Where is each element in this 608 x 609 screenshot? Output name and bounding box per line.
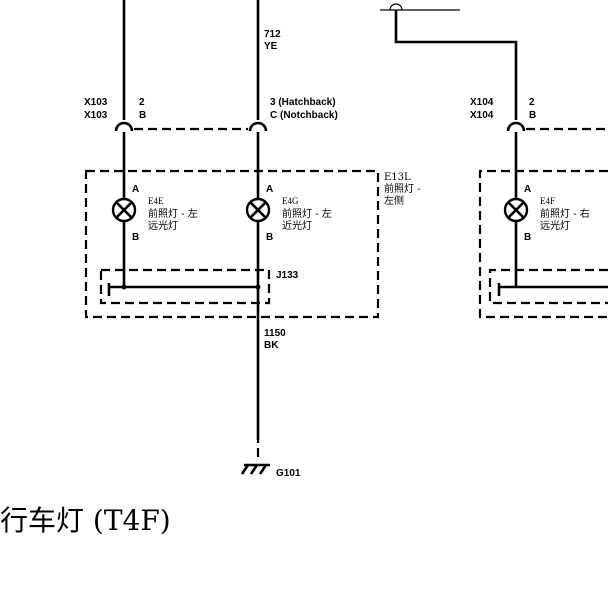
connector-arch-right	[506, 121, 526, 132]
lamp-e4g-name2: 近光灯	[282, 219, 312, 232]
connector-x104-pin2: B	[529, 110, 536, 121]
wire-712-number: 712	[264, 29, 281, 40]
wire-1150-color: BK	[264, 340, 279, 351]
assembly-box-right	[478, 169, 608, 319]
connector-x103-pin1: 2	[139, 97, 145, 108]
connector-x103-pin2: B	[139, 110, 146, 121]
lamp-e4e-code: E4E	[148, 196, 164, 206]
lamp-e4g-pin-a: A	[266, 184, 273, 195]
connector-x103-ref1: X103	[84, 97, 108, 108]
lamp-e4e-pin-a: A	[132, 184, 139, 195]
connector-arch-center	[248, 121, 268, 132]
lamp-e4f-pin-a: A	[524, 184, 531, 195]
assembly-box-left	[84, 169, 380, 319]
lamp-e4f-code: E4F	[540, 196, 555, 206]
lamp-e4g-code: E4G	[282, 196, 299, 206]
diagram-caption: 行车灯 (T4F)	[0, 504, 171, 537]
splice-node-center	[255, 284, 261, 290]
ground-label: G101	[276, 468, 301, 479]
wire-right-feed	[394, 10, 518, 120]
lamp-e4g-pin-b: B	[266, 232, 273, 243]
ground-icon	[240, 464, 268, 475]
wire-712-color: YE	[264, 41, 278, 52]
assembly-left-code: E13L	[384, 172, 411, 183]
connector-x104-pin1: 2	[529, 97, 535, 108]
connector-x104-ref2: X104	[470, 110, 494, 121]
connector-center-pin1: 3 (Hatchback)	[270, 97, 336, 108]
connector-center-pin2: C (Notchback)	[270, 110, 338, 121]
wire-1150-number: 1150	[264, 328, 286, 339]
lamp-e4e-cross-icon	[115, 201, 133, 219]
splice-label: J133	[276, 270, 299, 281]
lamp-e4e-name1: 前照灯 - 左	[148, 207, 198, 220]
assembly-left-name2: 左侧	[384, 194, 404, 207]
lamp-e4g-cross-icon	[249, 201, 267, 219]
lamp-e4g-name1: 前照灯 - 左	[282, 207, 332, 220]
connector-x104-ref1: X104	[470, 97, 494, 108]
lamp-e4e-pin-b: B	[132, 232, 139, 243]
assembly-left-name1: 前照灯 -	[384, 182, 421, 195]
splice-box-j133	[99, 268, 271, 305]
lamp-e4f-name2: 远光灯	[540, 219, 570, 232]
lamp-e4f-name1: 前照灯 - 右	[540, 207, 590, 220]
connector-x103-ref2: X103	[84, 110, 108, 121]
lamp-e4f-cross-icon	[507, 201, 525, 219]
wire-crossover-hop	[389, 3, 403, 11]
lamp-e4f-pin-b: B	[524, 232, 531, 243]
connector-arch-left	[114, 121, 134, 132]
splice-box-right	[488, 268, 608, 305]
lamp-e4e-name2: 远光灯	[148, 219, 178, 232]
splice-node-left	[121, 284, 127, 290]
